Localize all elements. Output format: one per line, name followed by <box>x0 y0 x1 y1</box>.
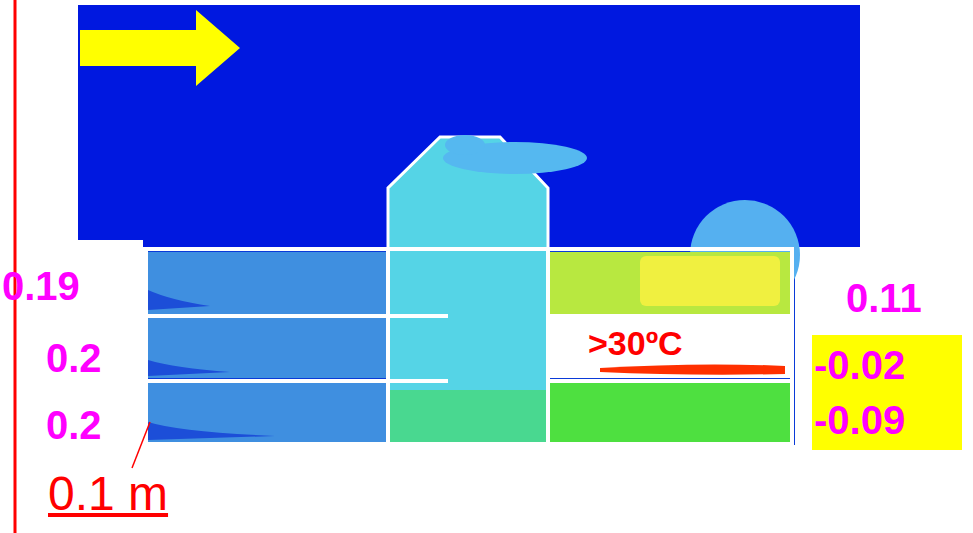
atrium-stack <box>388 137 548 445</box>
hot-zone <box>640 256 780 306</box>
outlet-value: 0.19 <box>2 266 80 306</box>
floor-slabs <box>146 249 792 444</box>
inlet-jets <box>148 290 275 440</box>
outlet-value: 0.2 <box>46 338 102 378</box>
right-floor-top <box>550 252 790 314</box>
right-floor-middle <box>550 318 790 378</box>
highlight-panel <box>812 335 962 450</box>
wind-arrow <box>80 10 240 86</box>
leader-line <box>132 422 150 468</box>
label-panel <box>0 240 143 450</box>
exhaust-plume <box>445 135 485 155</box>
temperature-note: >30ºC <box>588 326 683 360</box>
right-floor-bottom <box>550 383 790 443</box>
outlet-value: -0.09 <box>814 400 905 440</box>
scale-label: 0.1 m <box>48 470 168 518</box>
outlet-value: 0.11 <box>846 278 922 318</box>
outlet-value: -0.02 <box>814 345 905 385</box>
outlet-value: 0.2 <box>46 405 102 445</box>
atrium-warm-base <box>390 390 546 443</box>
hot-streak <box>600 364 785 374</box>
